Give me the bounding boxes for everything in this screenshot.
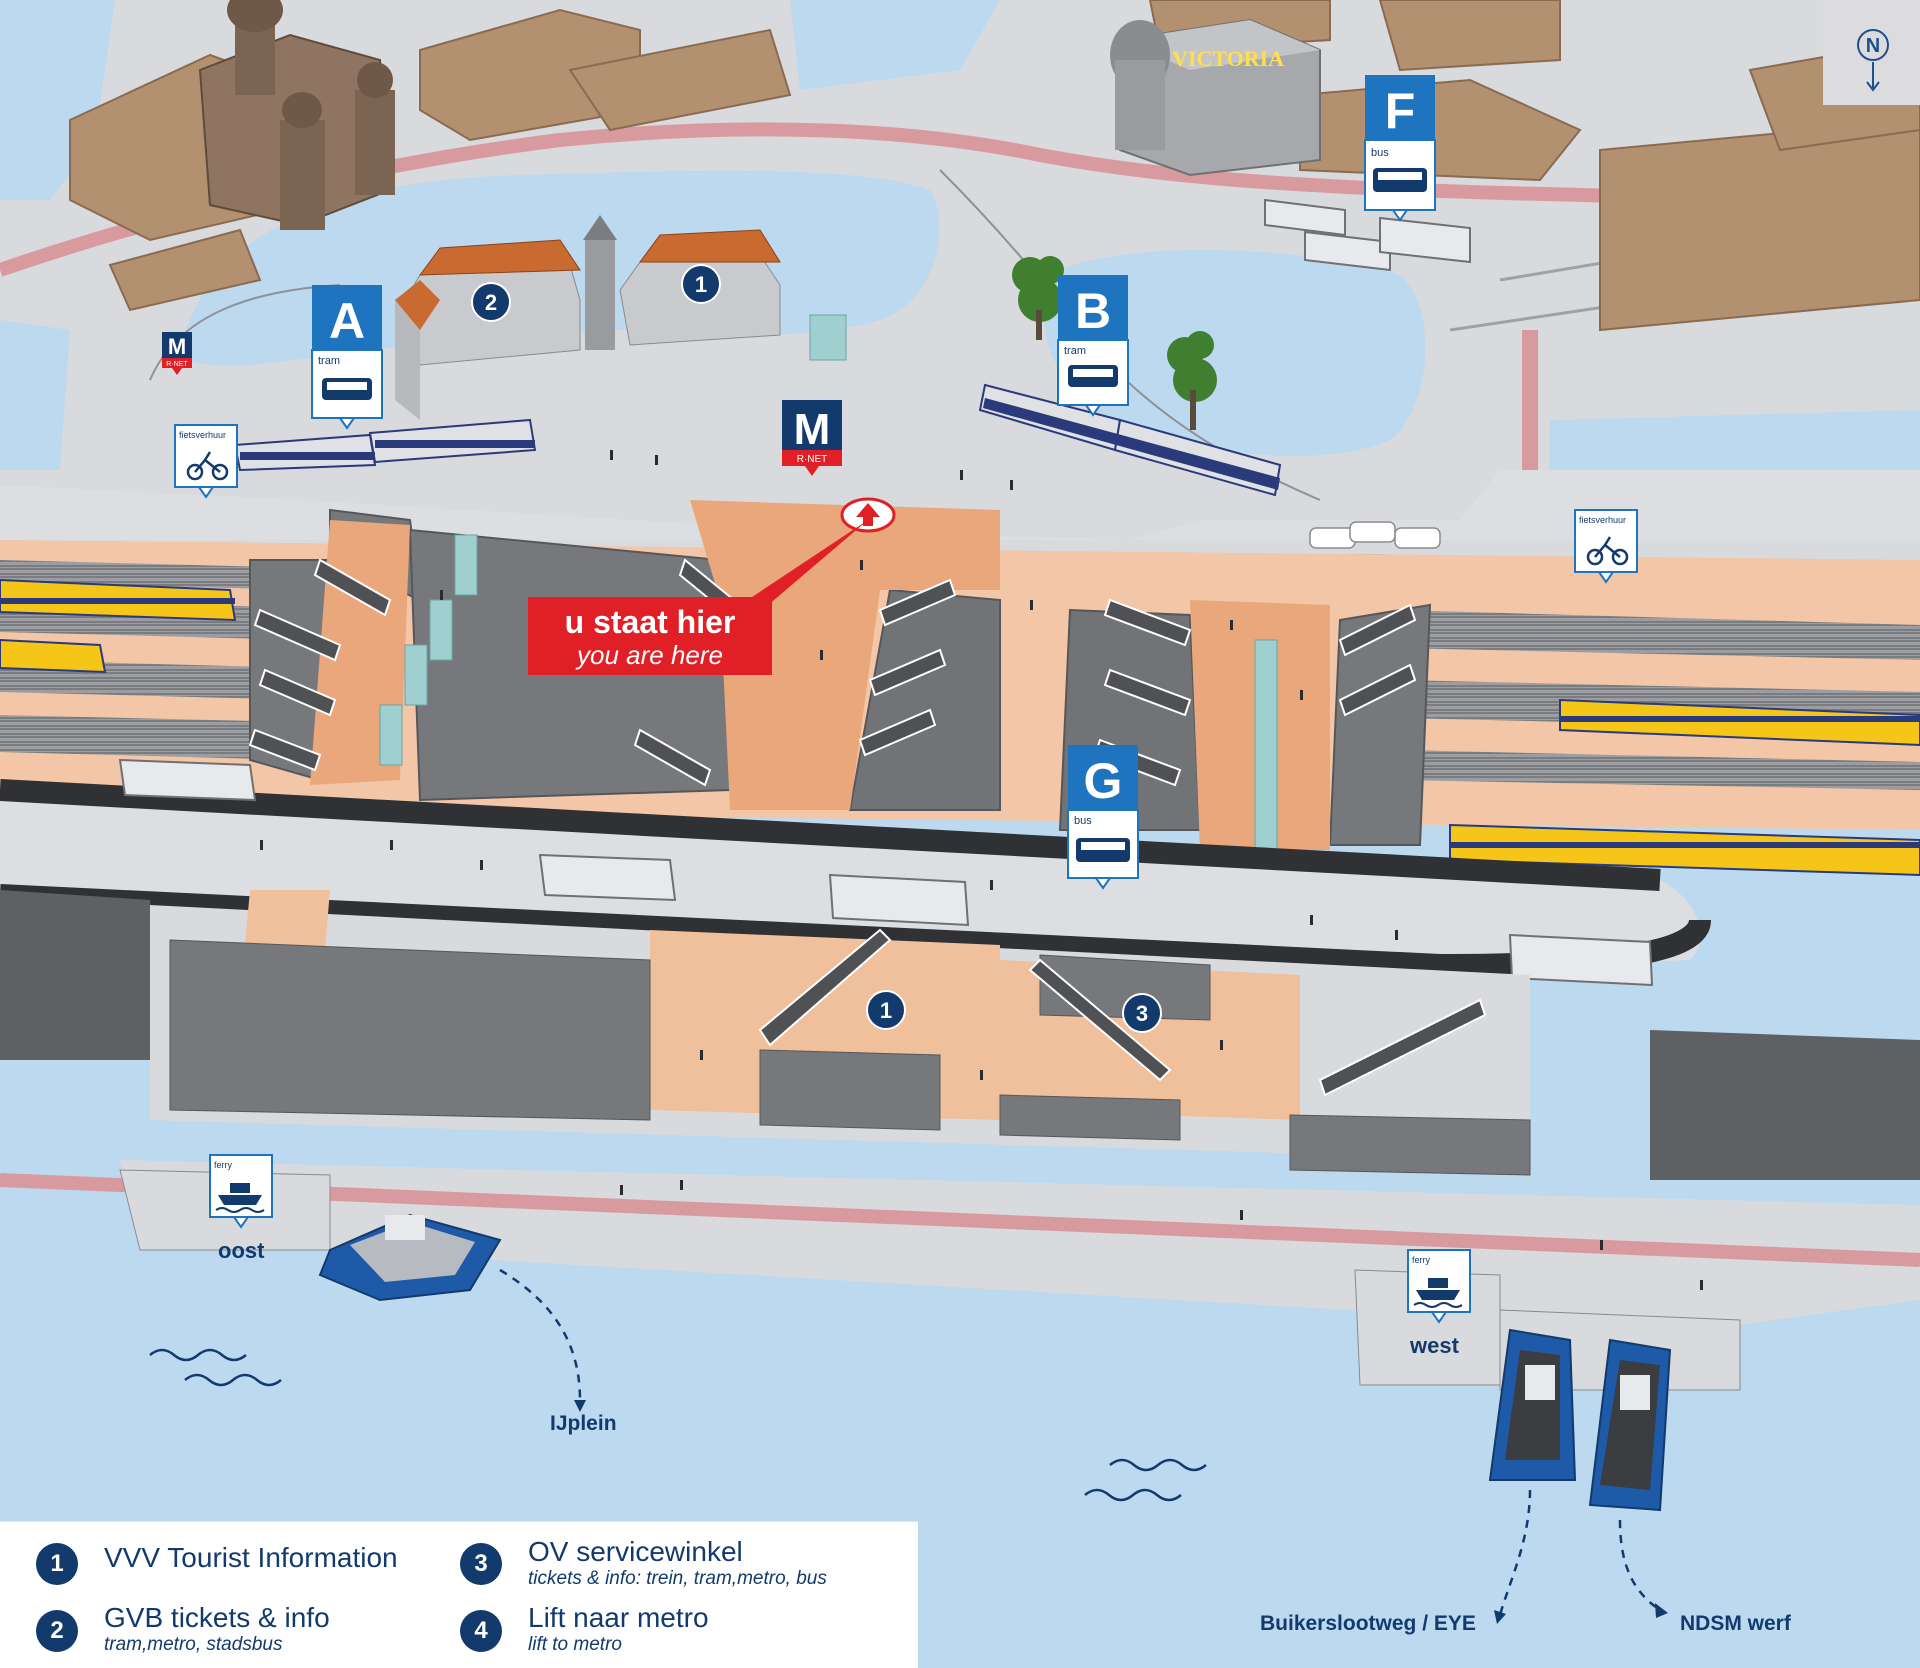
marker-ov-3-num: 3 bbox=[1136, 1001, 1148, 1026]
legend-badge: 4 bbox=[460, 1610, 502, 1652]
stop-f-sign[interactable] bbox=[1364, 75, 1436, 222]
legend-title: OV servicewinkel bbox=[528, 1536, 743, 1567]
stop-f-letter: F bbox=[1385, 83, 1416, 139]
trains bbox=[0, 578, 1920, 877]
ferry-icon bbox=[1413, 1278, 1463, 1308]
hotel-name: VICTORIA bbox=[1172, 46, 1284, 71]
metro-letter-small: M bbox=[168, 334, 186, 359]
bike-rental-sign-west[interactable] bbox=[174, 424, 238, 499]
marker-vvv-1-num: 1 bbox=[695, 272, 707, 297]
canal-left-edge bbox=[0, 320, 70, 470]
bicycle-icon bbox=[186, 451, 229, 481]
pedestrians bbox=[260, 450, 1703, 1290]
stop-g-mode: bus bbox=[1074, 815, 1092, 827]
ferry-icon bbox=[215, 1183, 265, 1213]
ferry-label-west: ferry bbox=[1412, 1255, 1431, 1265]
compass-label: N bbox=[1866, 35, 1880, 57]
ferry-stop-oost: oost bbox=[218, 1238, 265, 1263]
legend-title: GVB tickets & info bbox=[104, 1602, 330, 1633]
destination-ndsm: NDSM werf bbox=[1680, 1612, 1792, 1635]
marker-vvv-1-lower[interactable] bbox=[866, 990, 906, 1030]
stop-g-sign[interactable] bbox=[1067, 745, 1139, 890]
canal-north bbox=[790, 0, 1000, 90]
escalators-lower bbox=[758, 928, 1487, 1097]
marker-vvv-1[interactable] bbox=[681, 264, 721, 304]
ferry-stop-west: west bbox=[1409, 1333, 1460, 1358]
tunnel-east bbox=[1650, 1030, 1920, 1180]
bicycle-icon bbox=[1586, 536, 1629, 566]
metro-brand-small: R·NET bbox=[166, 361, 188, 368]
legend-subtitle: tram,metro, stadsbus bbox=[104, 1634, 283, 1655]
ferry-sign-oost[interactable] bbox=[209, 1154, 273, 1229]
stop-b-letter: B bbox=[1075, 283, 1111, 339]
victoria-hotel bbox=[1110, 18, 1321, 177]
you-are-here-nl: u staat hier bbox=[565, 604, 736, 640]
city-blocks bbox=[69, 0, 1920, 332]
marker-gvb-2[interactable] bbox=[471, 282, 511, 322]
ferry-oost bbox=[318, 1213, 502, 1302]
you-are-here-en: you are here bbox=[575, 640, 723, 670]
lift-box-square bbox=[809, 314, 847, 361]
ferry-sign-west[interactable] bbox=[1407, 1249, 1471, 1324]
legend-badge: 3 bbox=[460, 1543, 502, 1585]
ferry-label-oost: ferry bbox=[214, 1160, 233, 1170]
metro-sign[interactable] bbox=[782, 400, 842, 476]
destination-ijplein: IJplein bbox=[550, 1412, 617, 1435]
stop-g-letter: G bbox=[1084, 753, 1123, 809]
you-are-here-marker[interactable] bbox=[528, 497, 896, 675]
lift-shafts bbox=[379, 534, 1278, 1091]
stop-a-sign[interactable] bbox=[311, 285, 383, 430]
metro-brand: R·NET bbox=[797, 454, 828, 465]
legend-badge: 1 bbox=[36, 1543, 78, 1585]
stop-a-mode: tram bbox=[318, 355, 340, 367]
ferry-west-1 bbox=[1488, 1328, 1577, 1481]
ferry-west-2 bbox=[1588, 1338, 1672, 1512]
compass-arrow-icon bbox=[1866, 62, 1880, 92]
legend-badge: 2 bbox=[36, 1610, 78, 1652]
church bbox=[198, 0, 395, 230]
canal-basin-b bbox=[1044, 249, 1426, 457]
concourse-lower-roofs bbox=[169, 939, 1531, 1176]
legend: 1 VVV Tourist Information 2 GVB tickets … bbox=[0, 1521, 918, 1668]
stop-b-mode: tram bbox=[1064, 345, 1086, 357]
legend-subtitle: lift to metro bbox=[528, 1634, 622, 1655]
metro-letter: M bbox=[794, 405, 831, 454]
waves bbox=[149, 1348, 1207, 1502]
bike-rental-label-east: fietsverhuur bbox=[1579, 515, 1626, 525]
legend-title: Lift naar metro bbox=[528, 1602, 709, 1633]
stop-a-letter: A bbox=[329, 293, 365, 349]
compass-icon bbox=[1857, 29, 1889, 61]
ferry-routes bbox=[499, 1268, 1661, 1616]
bus-road-edge bbox=[0, 779, 1661, 891]
bike-rental-label-west: fietsverhuur bbox=[179, 430, 226, 440]
trees bbox=[1012, 256, 1217, 430]
stop-b-sign[interactable] bbox=[1057, 275, 1129, 417]
legend-title: VVV Tourist Information bbox=[104, 1542, 398, 1573]
stop-f-mode: bus bbox=[1371, 147, 1389, 159]
buses-north bbox=[1264, 198, 1471, 272]
destination-buikersloot: Buikerslootweg / EYE bbox=[1260, 1612, 1476, 1635]
tram-b bbox=[978, 383, 1282, 497]
bike-rental-sign-east[interactable] bbox=[1574, 509, 1638, 584]
marker-gvb-2-num: 2 bbox=[485, 290, 497, 315]
legend-subtitle: tickets & info: trein, tram,metro, bus bbox=[528, 1568, 827, 1589]
ferry-route-arrows bbox=[574, 1400, 1668, 1624]
tunnel-west bbox=[0, 890, 150, 1060]
station-square bbox=[0, 470, 1920, 540]
tram-a bbox=[233, 418, 537, 472]
marker-ov-3[interactable] bbox=[1122, 993, 1162, 1033]
metro-sign-small[interactable] bbox=[162, 332, 192, 375]
buses-g bbox=[118, 758, 1654, 987]
marker-vvv-1-lower-num: 1 bbox=[880, 998, 892, 1023]
